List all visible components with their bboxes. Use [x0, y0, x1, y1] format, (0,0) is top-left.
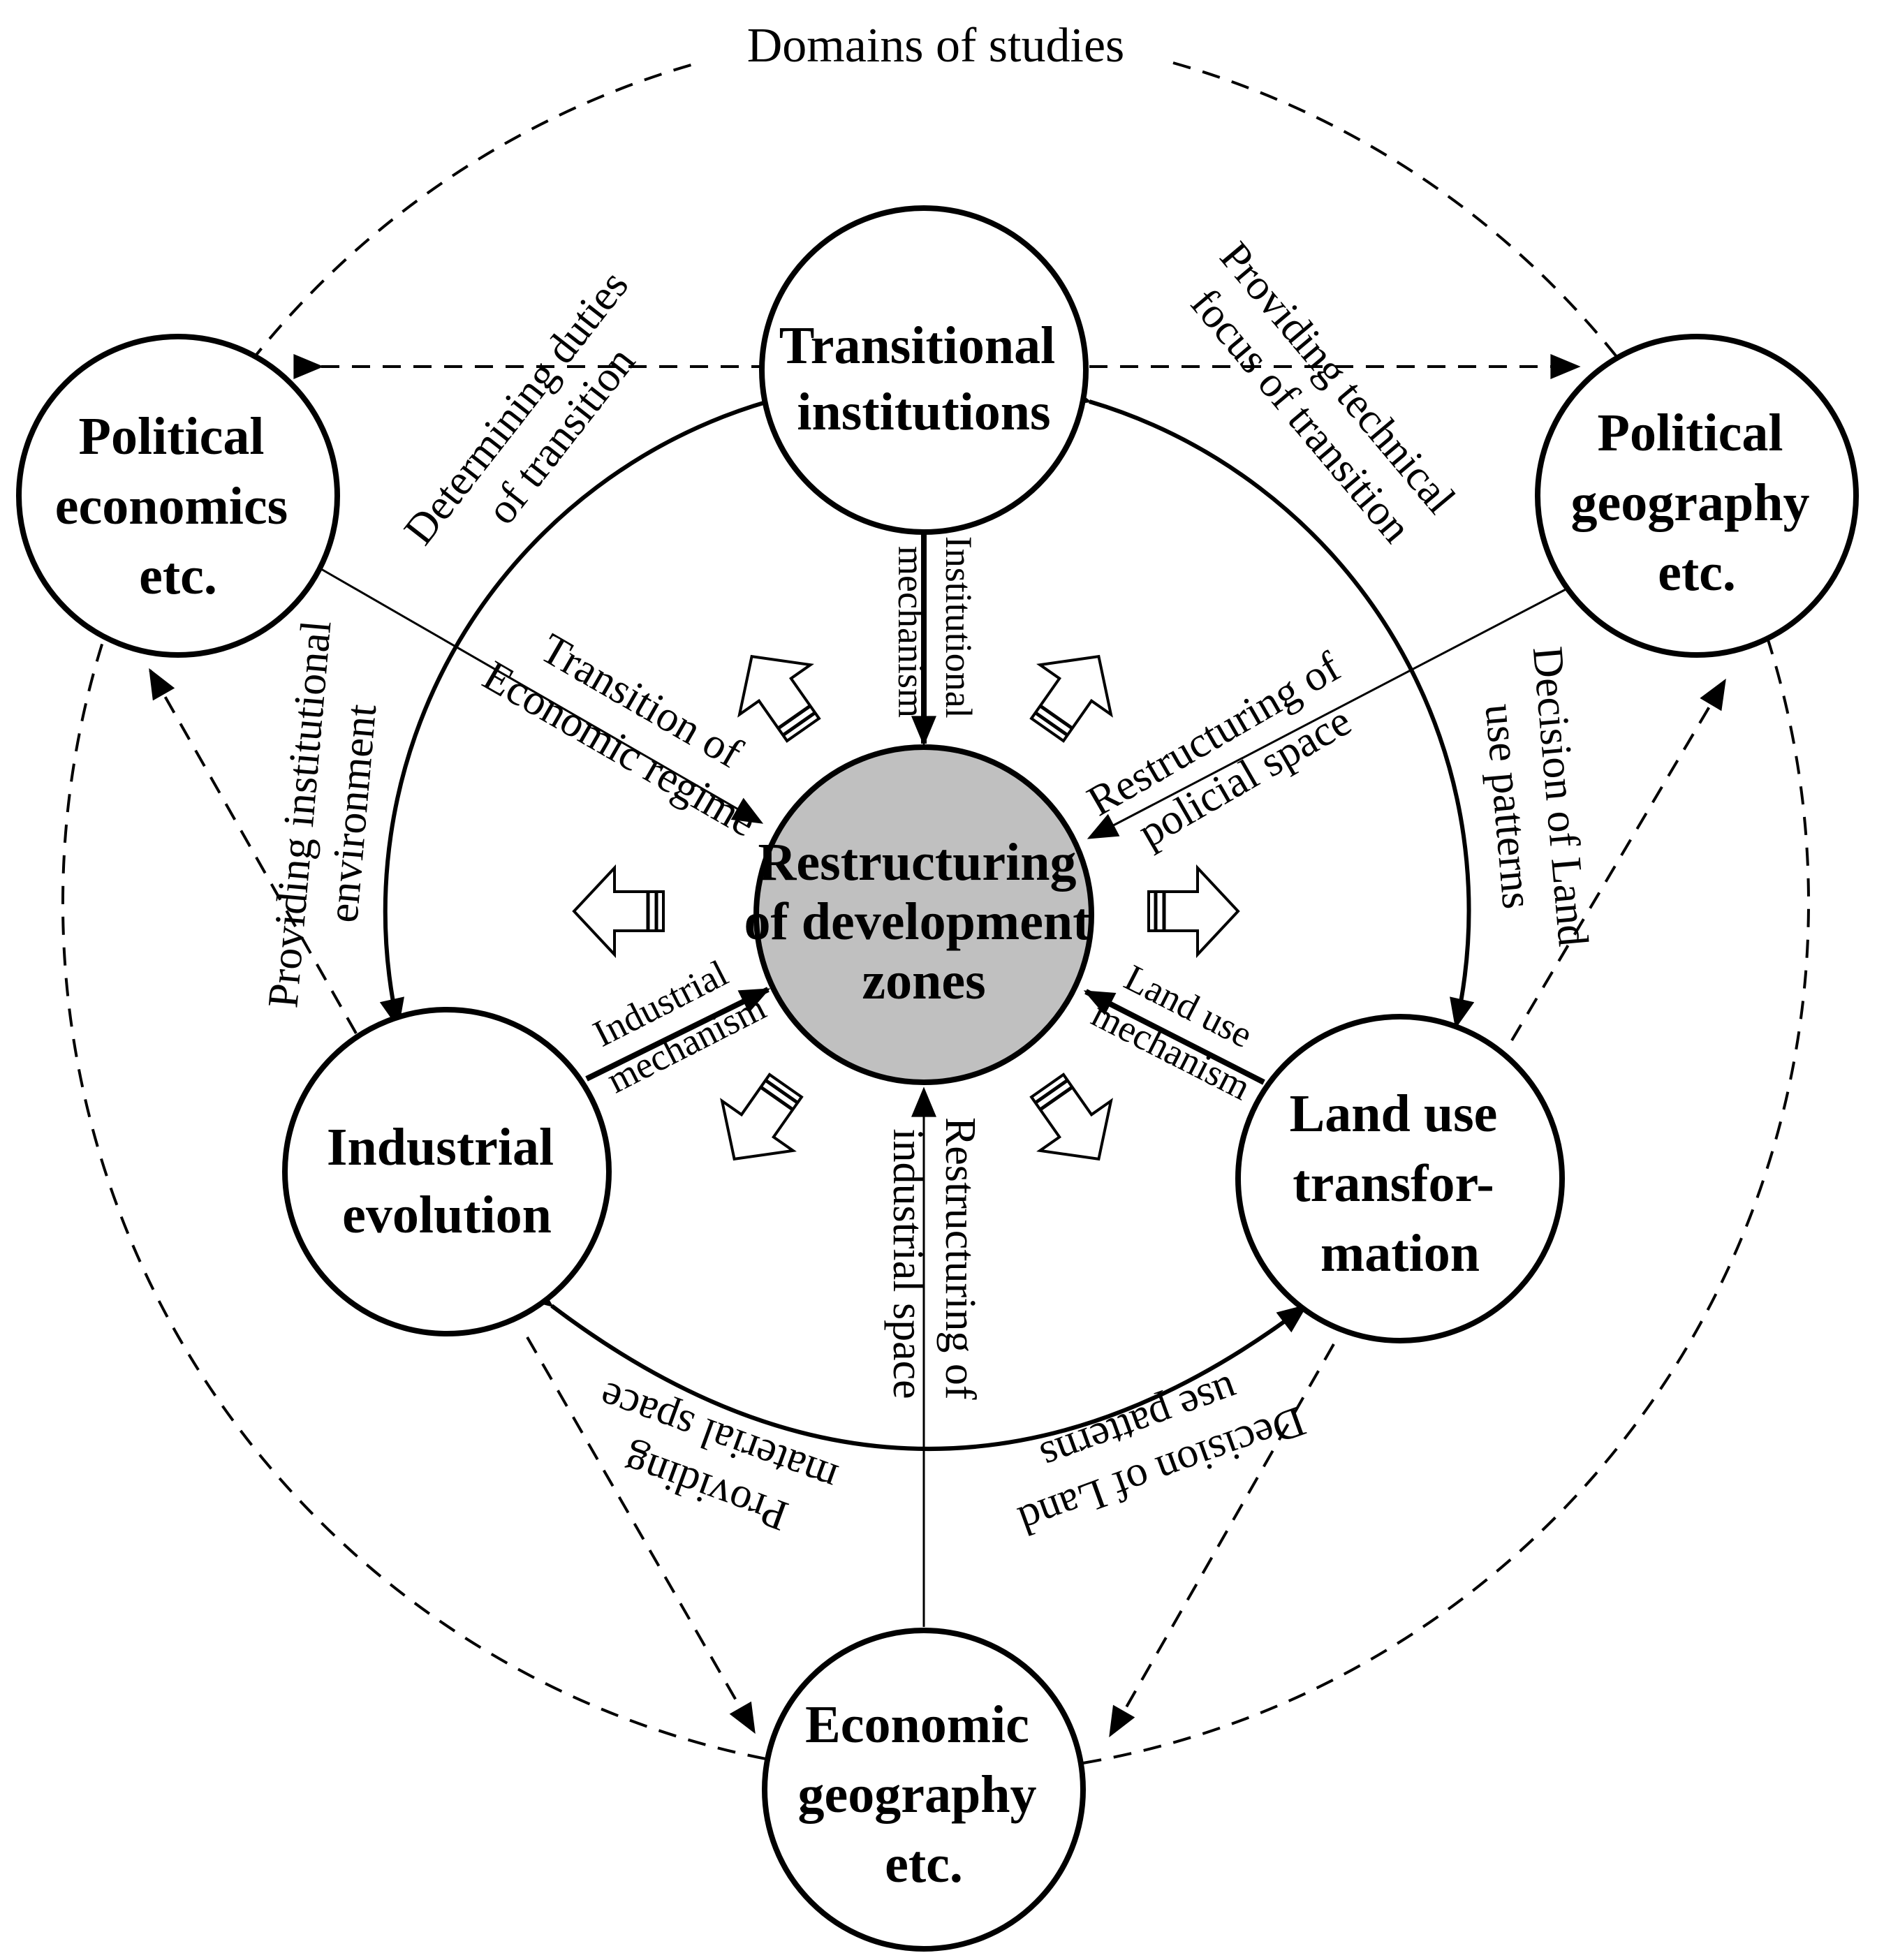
label-industrial-mechanism: Industrial mechanism: [579, 943, 772, 1101]
arrow-landuse-mechanism: [1083, 989, 1265, 1085]
arc-transitional-landuse: [1059, 381, 1475, 1029]
node-political-geography-label: Political geography etc.: [1571, 404, 1823, 602]
arc-industrial-landuse: [522, 1279, 1308, 1451]
diagram-title: Domains of studies: [747, 19, 1125, 73]
hollow-arrow-upper-left: [737, 654, 821, 743]
label-providing-institutional: Providing institutional environment: [259, 607, 393, 1014]
dashed-arrow-industrial-econgeo: [526, 1336, 756, 1734]
label-land-use-mechanism: Land use mechanism: [1085, 950, 1279, 1108]
node-political-economics-label: Political economics etc.: [55, 407, 301, 605]
arrow-poleco-center: [321, 568, 764, 824]
node-transitional-institutions: [759, 205, 1089, 535]
label-restructuring-industrial: Restructuring of industrial space: [884, 1117, 984, 1410]
arc-transitional-industrial: [379, 381, 799, 1029]
center-node-label: Restructuring of development zones: [744, 833, 1103, 1010]
node-industrial-evolution-label: Industrial evolution: [327, 1118, 567, 1244]
label-decision-land-right: Decision of Land use patterns: [1471, 644, 1598, 964]
label-restructuring-policial: Restructuring of policial space: [1080, 638, 1383, 871]
label-transition-economic: Transition of Economic regime: [475, 606, 790, 846]
node-land-use-transformation: [1235, 1014, 1565, 1343]
label-institutional-mechanism: Institutional mechanism: [890, 536, 980, 728]
node-economic-geography-label: Economic geography etc.: [798, 1695, 1050, 1894]
node-political-economics: [16, 334, 340, 658]
hollow-arrow-lower-right: [1029, 1073, 1113, 1161]
label-decision-land-bottom: Decision of Land use patterns: [985, 1348, 1311, 1548]
label-providing-technical: Providing technical focus of transition: [1170, 233, 1471, 564]
dashed-arrow-industrial-poleco: [149, 668, 358, 1034]
hollow-arrow-left: [572, 864, 665, 959]
hollow-arrow-upper-right: [1029, 654, 1113, 743]
node-transitional-institutions-label: Transitional institutions: [779, 316, 1069, 441]
center-node: [753, 744, 1094, 1085]
node-land-use-transformation-label: Land use transfor- mation: [1290, 1084, 1511, 1283]
node-economic-geography: [762, 1628, 1086, 1952]
hollow-arrow-right: [1147, 864, 1240, 959]
dashed-arrow-landuse-polgeo: [1510, 678, 1726, 1042]
arrow-polgeo-center: [1087, 585, 1572, 839]
node-industrial-evolution: [282, 1007, 612, 1336]
node-political-geography: [1535, 334, 1859, 658]
hollow-arrow-lower-left: [720, 1073, 804, 1161]
arrow-industrial-mechanism: [585, 987, 771, 1082]
dashed-arrow-landuse-econgeo: [1109, 1343, 1335, 1738]
